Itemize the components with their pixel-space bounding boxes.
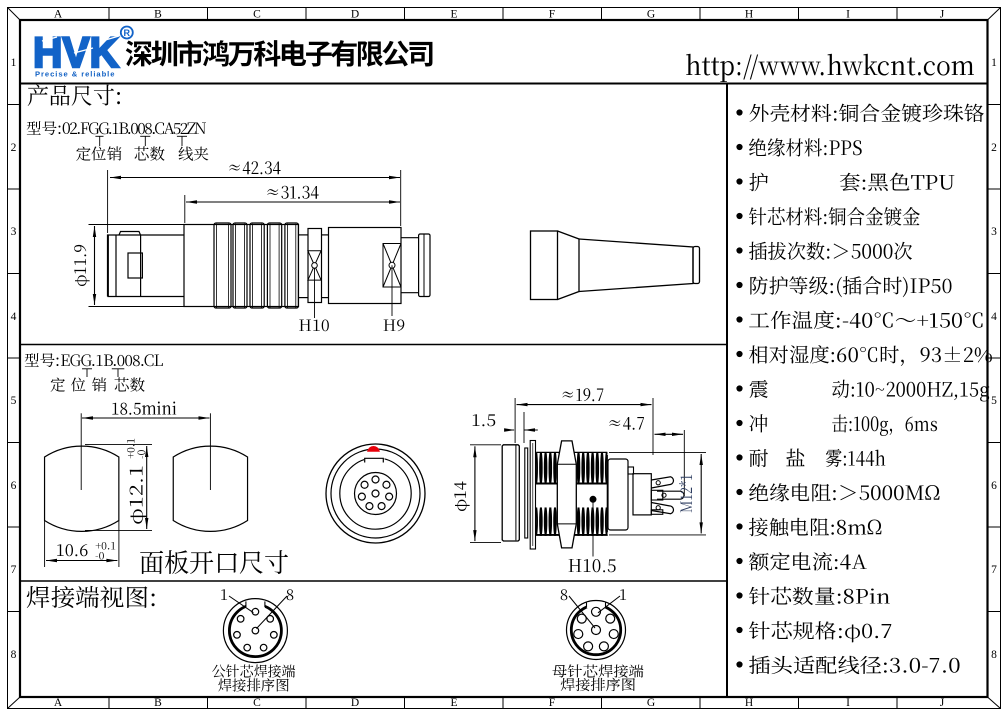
svg-text:震: 震	[749, 374, 769, 403]
svg-text:H10.5: H10.5	[568, 552, 617, 578]
svg-text:D: D	[351, 697, 359, 709]
svg-text:≈31.34: ≈31.34	[265, 180, 320, 204]
svg-text:1: 1	[11, 57, 17, 69]
svg-text:1: 1	[220, 584, 228, 605]
svg-text:7: 7	[11, 564, 17, 576]
svg-text:套:黑色TPU: 套:黑色TPU	[839, 167, 955, 196]
svg-text:5: 5	[991, 395, 997, 407]
svg-text:18.5mini: 18.5mini	[111, 396, 177, 420]
svg-text:E: E	[450, 697, 457, 709]
svg-text:8: 8	[560, 584, 568, 605]
svg-text:公针芯焊接端: 公针芯焊接端	[212, 661, 296, 682]
svg-text:-0: -0	[95, 549, 105, 564]
svg-text:J: J	[940, 9, 945, 21]
svg-text:相对湿度:60℃时，93±2%: 相对湿度:60℃时，93±2%	[749, 339, 993, 368]
svg-text:2: 2	[11, 142, 17, 154]
svg-text:盐: 盐	[786, 443, 806, 472]
svg-text:H10: H10	[298, 313, 329, 336]
svg-text:耐: 耐	[749, 443, 769, 472]
svg-text:C: C	[253, 697, 261, 709]
svg-text:R: R	[124, 28, 131, 38]
svg-text:针芯规格:φ0.7: 针芯规格:φ0.7	[749, 615, 893, 644]
svg-text:φ11.9: φ11.9	[67, 244, 91, 287]
svg-text:F: F	[549, 9, 555, 21]
svg-text:M12*1: M12*1	[674, 474, 697, 513]
svg-text:绝缘电阻:＞5000MΩ: 绝缘电阻:＞5000MΩ	[749, 477, 941, 506]
svg-text:线夹: 线夹	[178, 143, 209, 165]
svg-text:击:100g，6ms: 击:100g，6ms	[832, 408, 938, 437]
svg-text:C: C	[253, 9, 261, 21]
svg-text:6: 6	[11, 480, 17, 492]
svg-text:定位销: 定位销	[76, 143, 123, 165]
svg-text:+0.1: +0.1	[124, 438, 139, 459]
svg-text:H: H	[745, 697, 753, 709]
svg-text:F: F	[549, 697, 555, 709]
svg-text:3: 3	[991, 226, 997, 238]
svg-text:E: E	[450, 9, 457, 21]
svg-text:芯数: 芯数	[134, 143, 166, 165]
svg-text:≈4.7: ≈4.7	[607, 411, 645, 435]
svg-text:冲: 冲	[749, 408, 769, 437]
svg-text:http://www.hwkcnt.com: http://www.hwkcnt.com	[685, 46, 975, 83]
svg-text:1: 1	[991, 57, 997, 69]
svg-text:母针芯焊接端: 母针芯焊接端	[552, 661, 645, 682]
svg-text:≈19.7: ≈19.7	[560, 382, 604, 406]
svg-text:2: 2	[991, 142, 997, 154]
svg-text:芯数: 芯数	[114, 374, 146, 396]
svg-text:4: 4	[991, 311, 997, 323]
svg-text:H: H	[745, 9, 753, 21]
svg-text:额定电流:4A: 额定电流:4A	[749, 546, 868, 575]
svg-text:6: 6	[991, 480, 997, 492]
svg-text:Precise & reliable: Precise & reliable	[35, 70, 115, 79]
svg-text:5: 5	[11, 395, 17, 407]
svg-text:I: I	[846, 9, 850, 21]
svg-text:8: 8	[286, 584, 294, 605]
svg-text:针芯数量:8Pin: 针芯数量:8Pin	[749, 581, 891, 610]
svg-text:动:10~2000HZ,15g: 动:10~2000HZ,15g	[832, 374, 990, 403]
svg-text:8: 8	[11, 649, 17, 661]
svg-text:面板开口尺寸: 面板开口尺寸	[139, 543, 289, 580]
svg-text:G: G	[647, 697, 655, 709]
svg-text:防护等级:(插合时)IP50: 防护等级:(插合时)IP50	[749, 270, 953, 299]
svg-text:1: 1	[619, 584, 627, 605]
svg-text:深圳市鸿万科电子有限公司: 深圳市鸿万科电子有限公司	[125, 33, 433, 73]
svg-text:A: A	[54, 9, 63, 21]
svg-text:型号:EGG.1B.008.CL: 型号:EGG.1B.008.CL	[24, 349, 163, 371]
svg-text:焊接排序图: 焊接排序图	[218, 675, 290, 696]
svg-text:-0: -0	[134, 449, 149, 459]
svg-text:B: B	[154, 9, 162, 21]
svg-text:针芯材料:铜合金镀金: 针芯材料:铜合金镀金	[749, 201, 921, 230]
svg-text:10.6: 10.6	[56, 537, 89, 561]
svg-text:4: 4	[11, 311, 17, 323]
svg-text:雾:144h: 雾:144h	[825, 443, 887, 472]
svg-text:产品尺寸:: 产品尺寸:	[27, 78, 122, 111]
svg-text:A: A	[54, 697, 63, 709]
svg-text:工作温度:-40℃～+150℃: 工作温度:-40℃～+150℃	[749, 305, 985, 334]
svg-text:焊接端视图:: 焊接端视图:	[26, 578, 157, 613]
svg-text:G: G	[647, 9, 655, 21]
svg-text:B: B	[154, 697, 162, 709]
svg-text:D: D	[351, 9, 359, 21]
svg-text:接触电阻:8mΩ: 接触电阻:8mΩ	[749, 512, 883, 541]
svg-text:7: 7	[991, 564, 997, 576]
svg-text:1.5: 1.5	[471, 407, 496, 431]
svg-text:φ14: φ14	[447, 481, 471, 512]
svg-text:φ12.1: φ12.1	[123, 465, 149, 525]
svg-text:型号:02.FGG.1B.008.CA52ZN: 型号:02.FGG.1B.008.CA52ZN	[26, 117, 206, 139]
svg-text:护: 护	[749, 167, 769, 196]
svg-text:3: 3	[11, 226, 17, 238]
svg-text:8: 8	[991, 649, 997, 661]
svg-text:绝缘材料:PPS: 绝缘材料:PPS	[749, 132, 863, 161]
svg-text:定位销: 定位销	[50, 374, 107, 396]
svg-text:插拔次数:＞5000次: 插拔次数:＞5000次	[749, 236, 913, 265]
svg-text:J: J	[940, 697, 945, 709]
svg-text:外壳材料:铜合金镀珍珠铬: 外壳材料:铜合金镀珍珠铬	[749, 98, 985, 127]
svg-text:HVK: HVK	[33, 30, 119, 77]
svg-text:插头适配线径:3.0-7.0: 插头适配线径:3.0-7.0	[749, 650, 961, 679]
svg-text:≈42.34: ≈42.34	[227, 155, 282, 179]
svg-text:I: I	[846, 697, 850, 709]
svg-text:焊接排序图: 焊接排序图	[560, 674, 636, 695]
svg-text:H9: H9	[383, 313, 405, 336]
svg-text:+0.1: +0.1	[95, 539, 116, 554]
